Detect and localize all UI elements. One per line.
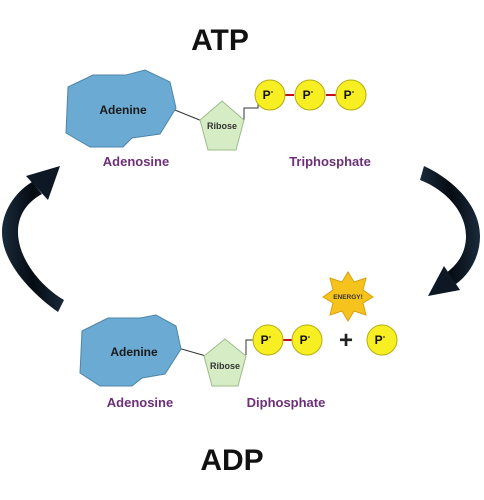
atp-adenine-ribose-bond <box>169 107 203 122</box>
left-cycle-arrow-icon <box>2 166 64 312</box>
plus-sign: + <box>339 327 353 354</box>
atp-adenosine-label: Adenosine <box>103 154 169 169</box>
free-phosphate-label: P- <box>375 332 386 347</box>
atp-ribose-shape <box>199 100 245 151</box>
adp-adenosine-label: Adenosine <box>107 395 173 410</box>
atp-phosphate-2 <box>294 79 326 111</box>
atp-ribose-label: Ribose <box>207 121 237 131</box>
energy-label: ENERGY! <box>333 294 363 301</box>
adp-phosphate-2 <box>291 324 323 356</box>
atp-adenine-shape <box>65 69 177 148</box>
atp-phosphate-3-label: P- <box>344 87 355 102</box>
adp-phosphate-2-label: P- <box>300 332 311 347</box>
adp-phosphate-1-label: P- <box>261 332 272 347</box>
adp-ribose-phosphate-bond <box>245 339 253 355</box>
atp-phosphate-1 <box>254 79 286 111</box>
atp-triphosphate-label: Triphosphate <box>289 154 371 169</box>
adp-diphosphate-label: Diphosphate <box>247 395 326 410</box>
free-phosphate <box>366 324 398 356</box>
atp-title: ATP <box>191 24 249 57</box>
atp-phosphate-3 <box>335 79 367 111</box>
adp-ribose-label: Ribose <box>210 361 240 371</box>
adp-molecule: Adenine Ribose P- P- + P- ENERGY! Adenos… <box>79 271 398 410</box>
adp-phosphate-1 <box>252 324 284 356</box>
atp-adenine-label: Adenine <box>99 103 147 117</box>
adp-adenine-shape <box>79 314 182 387</box>
atp-phosphate-1-label: P- <box>263 87 274 102</box>
adp-title: ADP <box>200 444 263 477</box>
adp-ribose-shape <box>203 338 247 387</box>
energy-starburst-icon <box>322 271 374 322</box>
atp-phosphate-2-label: P- <box>303 87 314 102</box>
adp-adenine-ribose-bond <box>177 347 207 357</box>
adp-adenine-label: Adenine <box>110 345 158 359</box>
atp-molecule: Adenine Ribose P- P- P- Adenosine Tripho… <box>65 69 371 169</box>
right-cycle-arrow-icon <box>420 166 480 296</box>
